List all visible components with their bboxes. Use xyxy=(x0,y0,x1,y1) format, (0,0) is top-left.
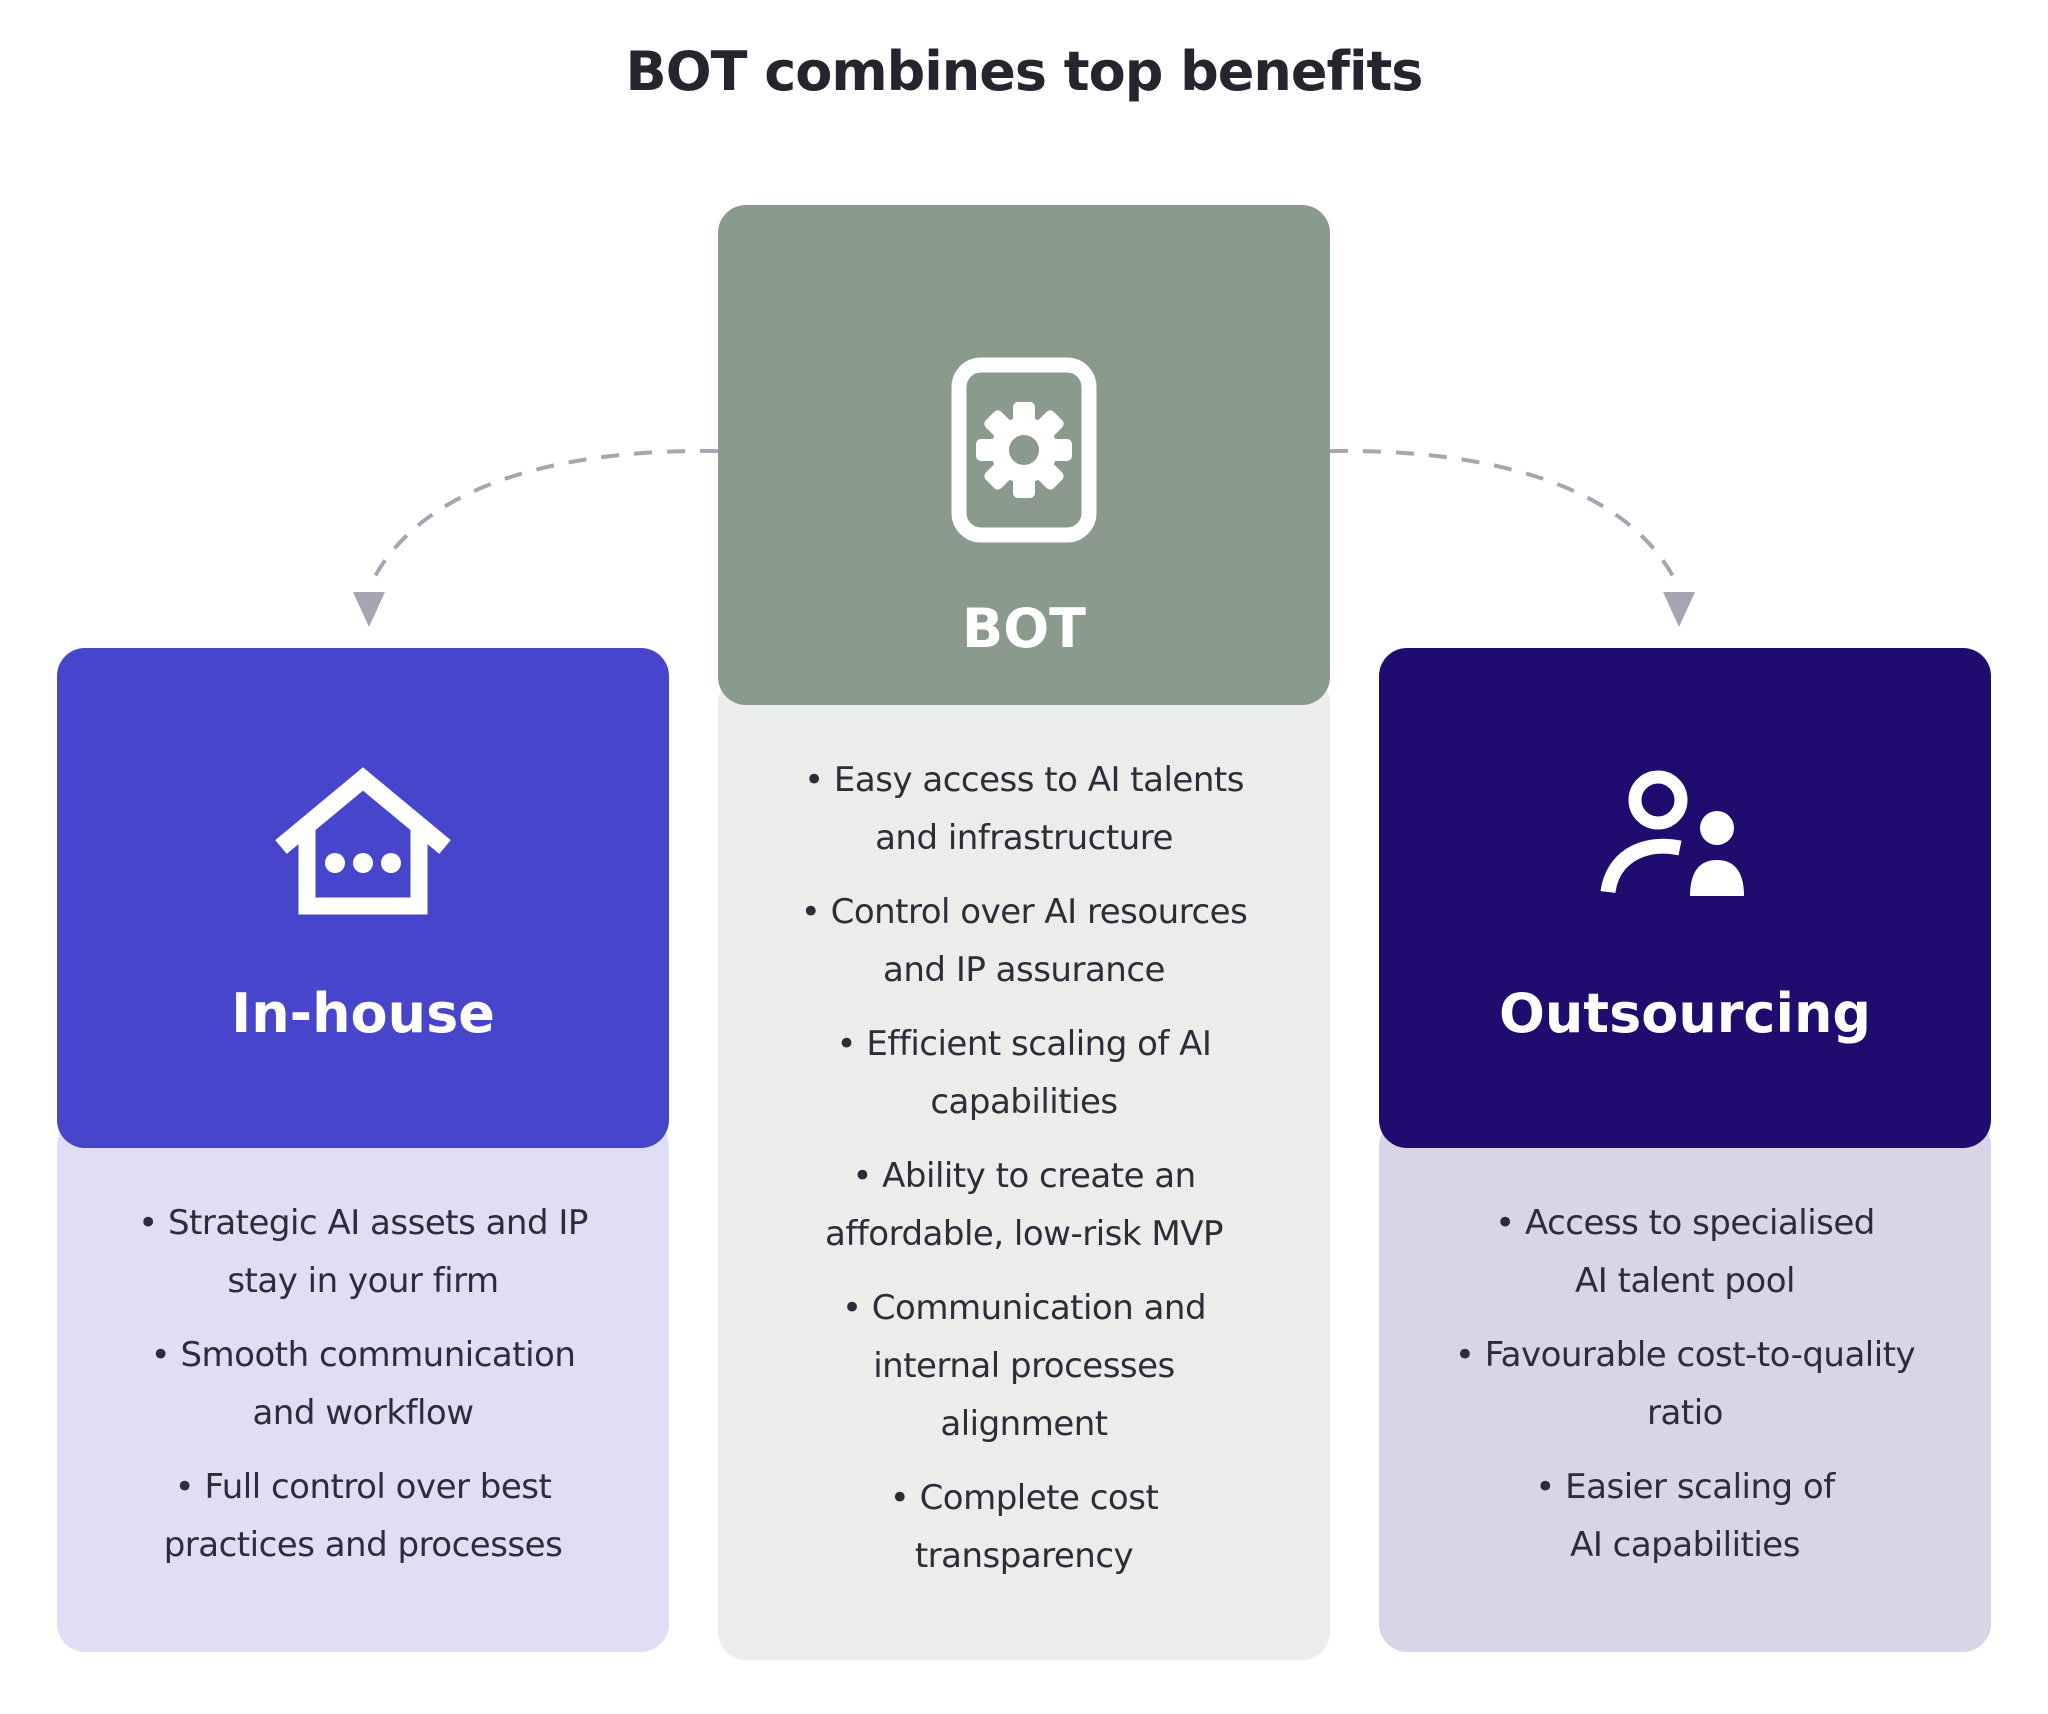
bullet-line: • Access to specialised xyxy=(1495,1203,1875,1243)
outsourcing-header-card: Outsourcing xyxy=(1379,648,1991,1148)
bullet-line: • Communication and xyxy=(841,1288,1207,1328)
page-title: BOT combines top benefits xyxy=(625,40,1424,103)
bullet-line: AI capabilities xyxy=(1570,1525,1800,1565)
bot-benefits-card: • Easy access to AI talents and infrastru… xyxy=(718,675,1330,1660)
bullet-line: and workflow xyxy=(252,1393,474,1433)
left-arrowhead xyxy=(353,592,385,627)
bullet-line: internal processes xyxy=(873,1346,1175,1386)
outsourcing-benefits-card: • Access to specialised AI talent pool • … xyxy=(1379,1118,1991,1652)
people-icon xyxy=(1600,760,1770,920)
house-icon xyxy=(273,760,453,920)
inhouse-label: In-house xyxy=(231,982,495,1045)
bullet-item: • Access to specialised AI talent pool xyxy=(1393,1194,1977,1310)
bullet-item: • Easier scaling of AI capabilities xyxy=(1393,1458,1977,1574)
bullet-item: • Ability to create an affordable, low-ri… xyxy=(732,1147,1316,1263)
bot-label: BOT xyxy=(962,597,1086,660)
bullet-line: alignment xyxy=(940,1404,1108,1444)
house-icon-svg xyxy=(275,767,451,915)
bullet-line: • Ability to create an xyxy=(852,1156,1196,1196)
bullet-line: stay in your firm xyxy=(227,1261,499,1301)
bullet-item: • Full control over best practices and pr… xyxy=(71,1458,655,1574)
bullet-line: and infrastructure xyxy=(875,818,1173,858)
bullet-line: practices and processes xyxy=(163,1525,563,1565)
bullet-item: • Efficient scaling of AI capabilities xyxy=(732,1015,1316,1131)
bullet-line: AI talent pool xyxy=(1575,1261,1795,1301)
gear-icon xyxy=(949,355,1099,545)
bullet-line: • Strategic AI assets and IP xyxy=(138,1203,588,1243)
bullet-line: • Easier scaling of xyxy=(1535,1467,1835,1507)
bullet-item: • Control over AI resources and IP assura… xyxy=(732,883,1316,999)
bullet-line: • Favourable cost-to-quality xyxy=(1454,1335,1916,1375)
bullet-item: • Complete cost transparency xyxy=(732,1469,1316,1585)
bullet-item: • Strategic AI assets and IP stay in your… xyxy=(71,1194,655,1310)
bullet-line: ratio xyxy=(1647,1393,1723,1433)
right-arrowhead xyxy=(1663,592,1695,627)
bullet-line: • Smooth communication xyxy=(150,1335,576,1375)
gear-icon-svg xyxy=(951,357,1097,543)
bullet-line: • Efficient scaling of AI xyxy=(836,1024,1212,1064)
bullet-item: • Smooth communication and workflow xyxy=(71,1326,655,1442)
people-icon-svg xyxy=(1600,770,1744,896)
inhouse-header-card: In-house xyxy=(57,648,669,1148)
bullet-line: • Control over AI resources xyxy=(800,892,1248,932)
right-dashed-connector xyxy=(1329,448,1681,589)
bullet-item: • Favourable cost-to-quality ratio xyxy=(1393,1326,1977,1442)
left-dashed-connector xyxy=(367,448,719,589)
bot-header-card: BOT xyxy=(718,205,1330,705)
bullet-line: affordable, low-risk MVP xyxy=(825,1214,1224,1254)
bullet-line: capabilities xyxy=(930,1082,1118,1122)
bullet-item: • Communication and internal processes ali… xyxy=(732,1279,1316,1453)
outsourcing-label: Outsourcing xyxy=(1498,982,1872,1045)
bullet-line: • Full control over best xyxy=(174,1467,552,1507)
inhouse-benefits-card: • Strategic AI assets and IP stay in your… xyxy=(57,1118,669,1652)
bullet-line: • Complete cost xyxy=(889,1478,1159,1518)
bullet-line: and IP assurance xyxy=(883,950,1165,990)
bullet-item: • Easy access to AI talents and infrastru… xyxy=(732,751,1316,867)
bullet-line: transparency xyxy=(914,1536,1134,1576)
bullet-line: • Easy access to AI talents xyxy=(804,760,1244,800)
